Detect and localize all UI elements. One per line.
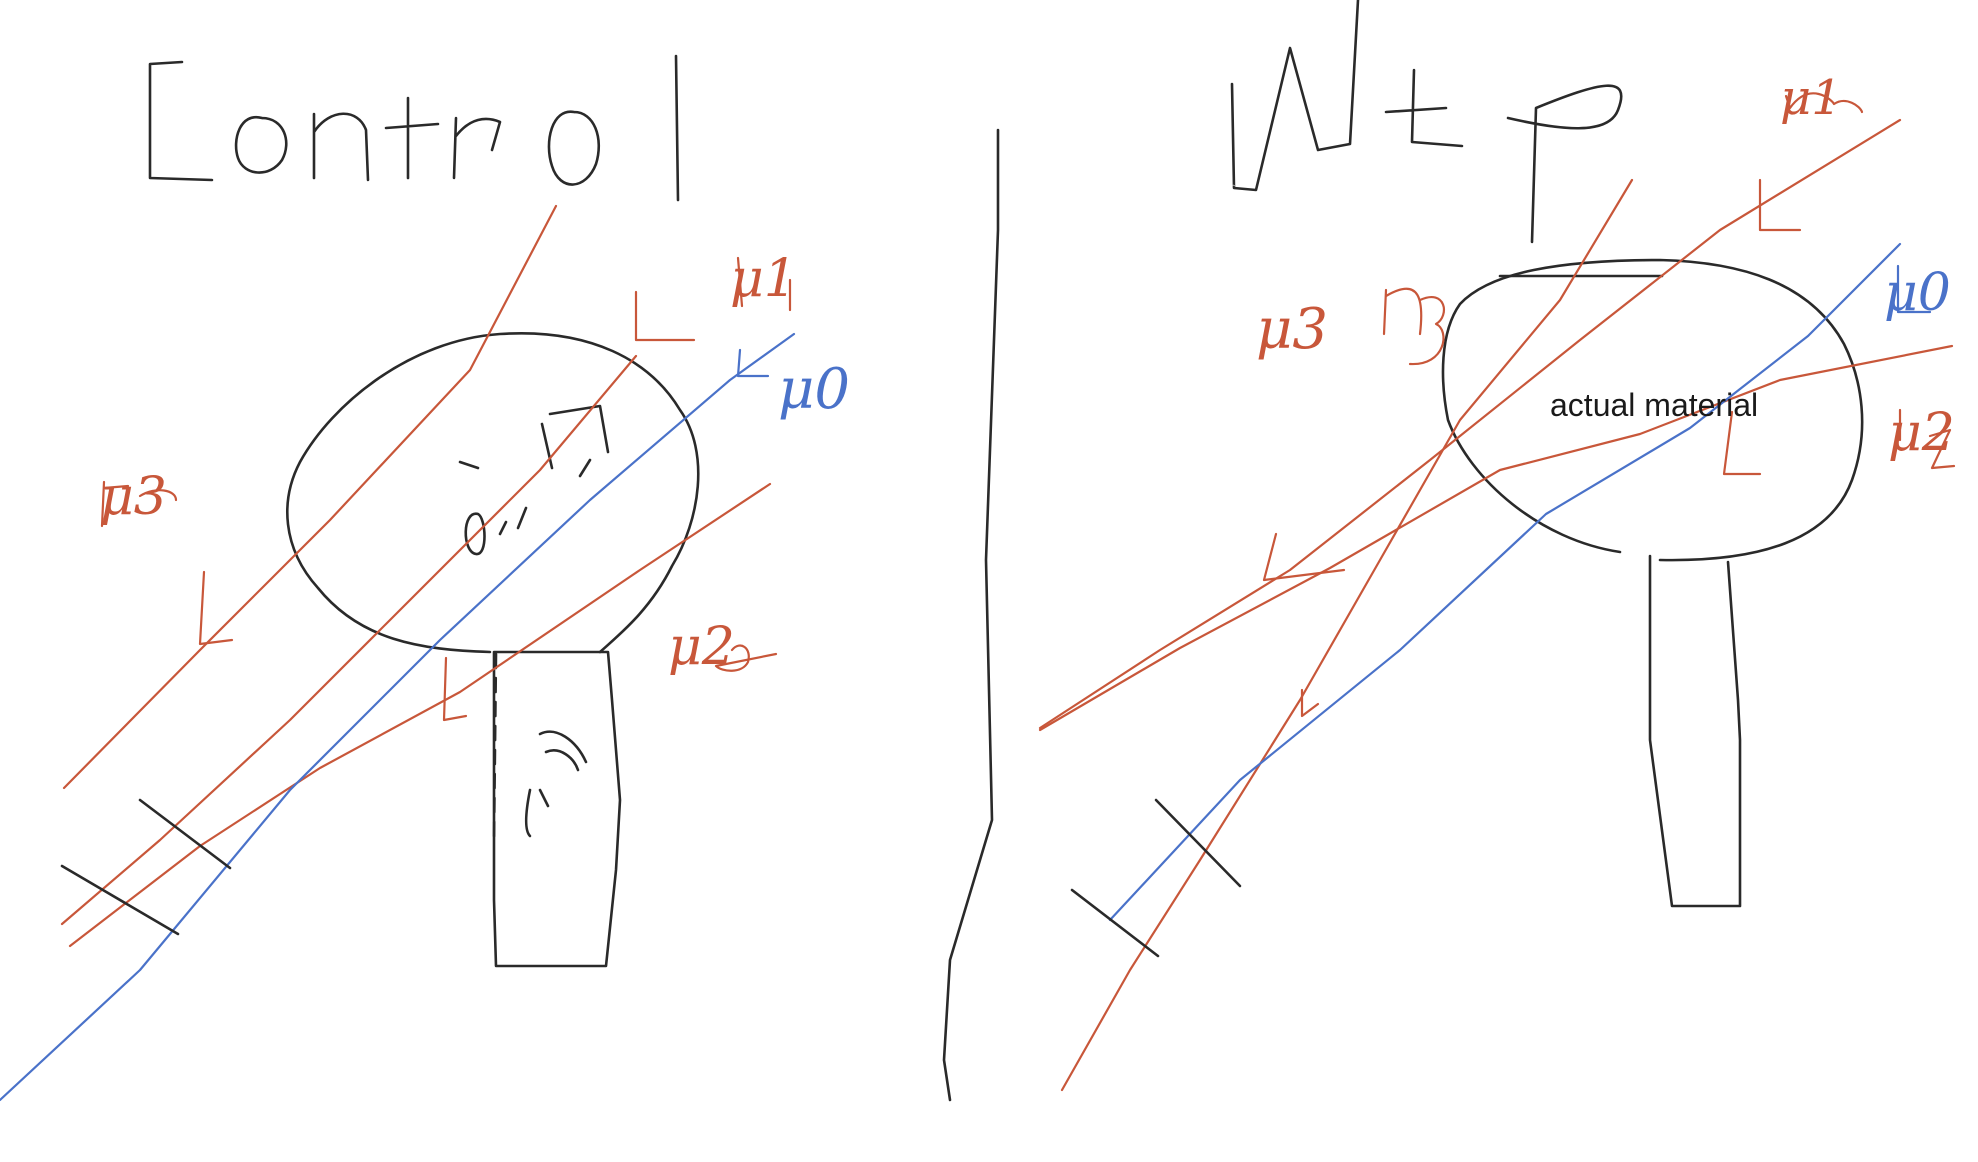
left-label-mu3: μ3 [100,467,167,527]
panel-divider [942,128,1000,1102]
right-label-mu0: μ0 [1884,263,1951,323]
right-heading-handwriting [1230,0,1623,244]
left-specimen-head [286,332,700,654]
right-label-mu1: μ1 [1780,70,1842,126]
right-ray-mu0-mark [1896,264,1932,314]
right-specimen-head [1441,258,1864,562]
left-ray-mu0-mark [736,348,770,378]
right-heading: Ntp [1232,184,1236,187]
left-label-mu0: μ0 [778,357,850,422]
right-specimen-label: actual material [1550,387,1758,423]
left-stem-centerline [492,652,498,842]
right-ray-labels: μ0 μ1 μ2 μ3 [1256,70,1955,463]
left-ray-labels: μ0 μ1 μ2 μ3 [100,249,850,677]
right-ray-mu2 [1038,344,1954,732]
left-ray-mu3 [62,204,558,790]
left-head-scribbles [458,404,610,556]
right-panel: actual material μ0 μ1 μ2 μ3 Ntp [1038,0,1956,1092]
left-ray-mu2 [68,482,772,948]
right-ray-mu0 [1108,242,1902,922]
left-stem-scribbles [524,730,588,838]
left-label-mu1: μ1 [730,249,797,309]
right-label-mu2: μ2 [1888,403,1955,463]
left-panel: μ0 μ1 μ2 μ3 Control [0,54,850,1102]
left-ray-mu0 [0,332,796,1102]
right-specimen-stem [1648,554,1742,908]
left-ray-marks [100,256,792,722]
right-ray-mu1 [1038,118,1902,730]
right-measurement-ticks [1070,798,1242,958]
left-specimen-stem [492,650,622,968]
left-label-mu2: μ2 [668,617,735,677]
left-ray-mu1 [60,354,638,926]
right-ray-mu3 [1060,178,1634,1092]
right-ray-marks [1262,92,1956,718]
left-heading-handwriting [148,54,680,202]
left-heading: Control [145,184,152,187]
right-label-mu3: μ3 [1256,297,1328,362]
left-measurement-ticks [60,798,232,936]
